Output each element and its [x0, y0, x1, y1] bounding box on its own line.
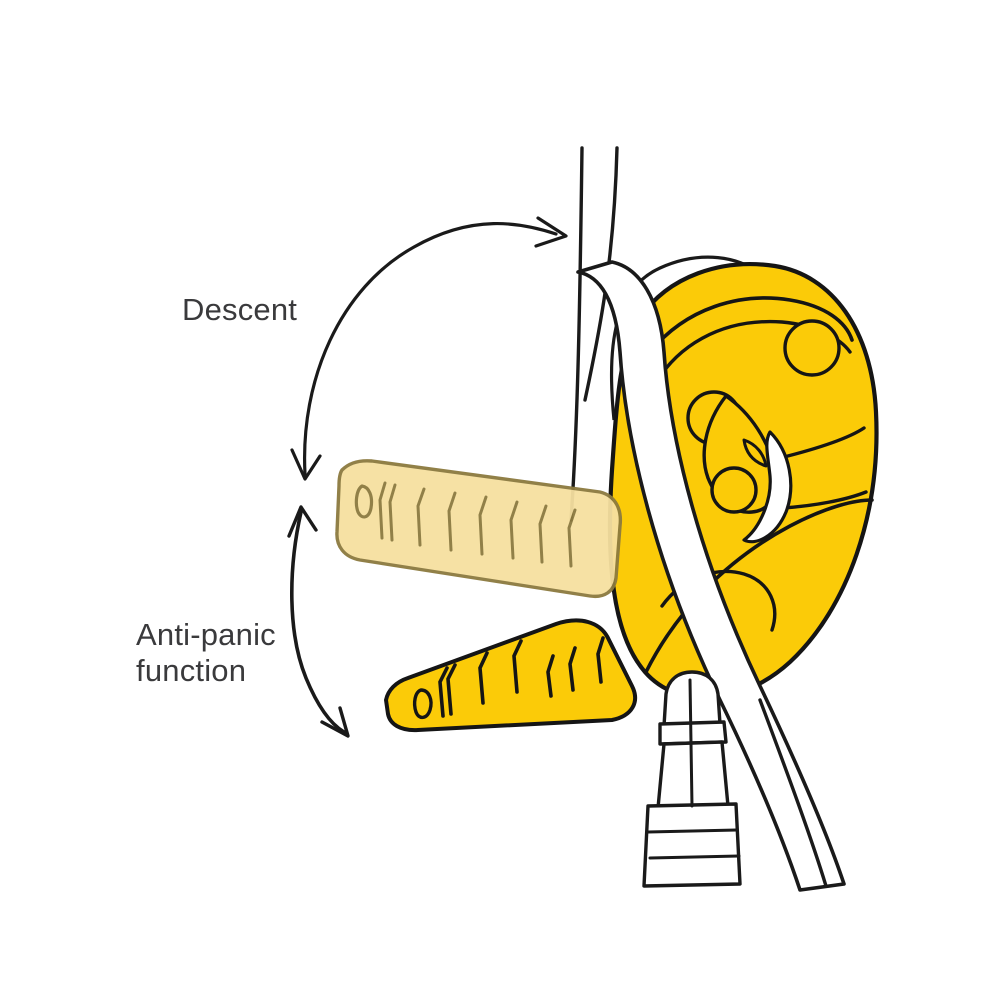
- carabiner: [642, 670, 742, 888]
- carabiner-lock-threads: [646, 828, 741, 860]
- rope-upper-strands: [569, 146, 619, 522]
- carabiner-nose: [662, 670, 722, 728]
- handle-solid-top-edge: [407, 622, 557, 680]
- handle-ghost-ribs: [378, 481, 577, 568]
- carabiner-collar: [658, 720, 728, 746]
- anti-panic-arrow-head-bottom: [320, 706, 350, 738]
- cam-nose: [742, 438, 768, 468]
- anti-panic-label-line1: Anti-panic: [136, 617, 276, 652]
- handle-antipanic-position: [384, 618, 638, 733]
- handle-solid-hole: [412, 688, 433, 720]
- rope-through-device: [576, 260, 846, 892]
- descent-label: Descent: [182, 292, 297, 327]
- descent-arrow-head-bottom: [290, 448, 322, 481]
- handle-solid-body: [384, 618, 638, 733]
- handle-ghost-hole: [354, 484, 374, 519]
- handle-ghost-body: [335, 459, 623, 599]
- device-pivot-boss: [783, 319, 841, 377]
- rope-strand-left: [569, 146, 584, 522]
- handle-descent-position: [335, 459, 623, 599]
- anti-panic-motion-arc: [290, 510, 346, 734]
- device-upper-ridge: [648, 296, 854, 354]
- handle-solid-ribs: [438, 636, 605, 718]
- rope-running-band: [576, 260, 846, 892]
- carabiner-lock-sleeve: [642, 802, 742, 888]
- cam-rope-channel: [742, 430, 793, 544]
- device-lower-sweep: [644, 498, 874, 674]
- handle-ghost-top-edge: [371, 459, 601, 494]
- cam-lower-pivot: [710, 466, 758, 514]
- carabiner-gate-line: [688, 678, 694, 808]
- anti-panic-label-line2: function: [136, 653, 246, 688]
- descent-motion-arc: [302, 221, 558, 476]
- cam-mechanism: [686, 390, 793, 544]
- descent-arrow-head-top: [534, 216, 568, 248]
- annotation-arcs: [287, 216, 568, 738]
- device-right-contour-upper: [778, 426, 866, 460]
- rope-free-end: [758, 698, 828, 888]
- device-right-contour-lower: [780, 490, 868, 510]
- anti-panic-arrow-head-top: [287, 505, 318, 538]
